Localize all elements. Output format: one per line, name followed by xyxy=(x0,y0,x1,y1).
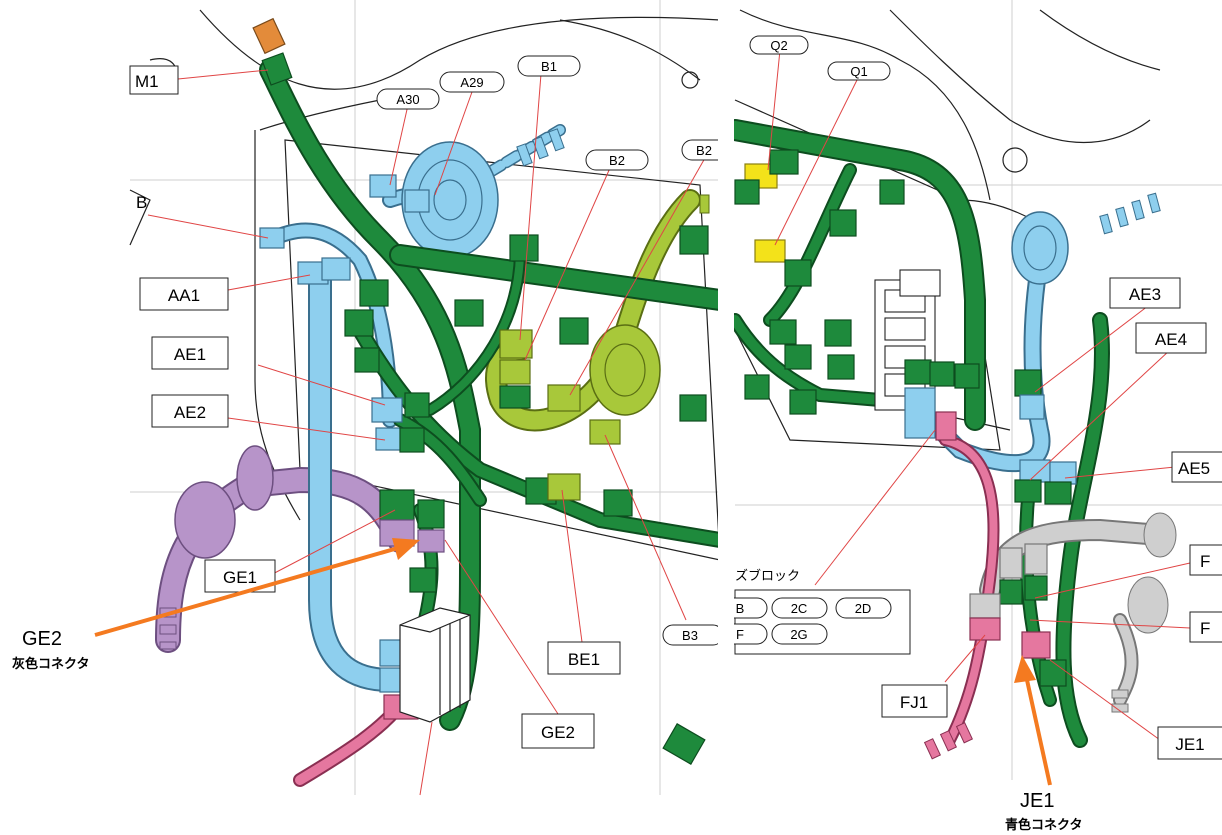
svg-text:F: F xyxy=(1200,552,1210,571)
box-label-ae5: AE5 xyxy=(1171,451,1222,483)
svg-text:FJ1: FJ1 xyxy=(900,693,928,712)
svg-text:JE1: JE1 xyxy=(1020,790,1054,812)
fuse-pill-2d: 2D xyxy=(835,597,892,619)
svg-text:A29: A29 xyxy=(460,75,483,90)
box-label-b-cut: B xyxy=(136,193,147,212)
svg-text:JE1: JE1 xyxy=(1175,735,1204,754)
svg-text:B2: B2 xyxy=(609,153,625,168)
box-label-ae4: AE4 xyxy=(1135,322,1207,354)
box-label-je1: JE1 xyxy=(1157,726,1222,760)
svg-text:B3: B3 xyxy=(682,628,698,643)
svg-text:BE1: BE1 xyxy=(568,650,600,669)
svg-text:F: F xyxy=(1200,619,1210,638)
pill-label-a30: A30 xyxy=(376,88,440,110)
pill-label-b1: B1 xyxy=(517,55,581,77)
pill-label-q2: Q2 xyxy=(749,35,809,55)
fuse-block-panel: ズブロック B 2C 2D F 2G xyxy=(721,568,911,655)
box-label-f-lower: F xyxy=(1189,611,1222,643)
lime-grommet xyxy=(589,324,661,416)
box-label-m1: M1 xyxy=(129,65,179,95)
box-label-ae1: AE1 xyxy=(151,336,229,370)
lime-harness xyxy=(485,189,701,432)
left-connectors xyxy=(252,17,709,765)
svg-text:AE3: AE3 xyxy=(1129,285,1161,304)
box-label-be1: BE1 xyxy=(547,641,621,675)
pill-label-b2: B2 xyxy=(585,149,649,171)
callout-ge2: GE2 灰色コネクタ xyxy=(12,538,420,672)
svg-text:AE1: AE1 xyxy=(174,345,206,364)
pill-label-q1: Q1 xyxy=(827,61,891,81)
svg-text:B: B xyxy=(736,601,745,616)
svg-text:A30: A30 xyxy=(396,92,419,107)
box-label-aa1: AA1 xyxy=(139,277,229,311)
svg-text:B2: B2 xyxy=(696,143,712,158)
svg-text:青色コネクタ: 青色コネクタ xyxy=(1005,817,1082,833)
svg-text:AE2: AE2 xyxy=(174,403,206,422)
left-panel: A30 A29 B1 B2 B2 B3 M1 B xyxy=(129,0,733,796)
svg-text:ズブロック: ズブロック xyxy=(735,568,800,584)
svg-text:Q1: Q1 xyxy=(850,64,867,79)
svg-text:GE1: GE1 xyxy=(223,568,257,587)
pill-label-a29: A29 xyxy=(439,71,505,93)
callout-je1: JE1 青色コネクタ xyxy=(1005,655,1082,833)
svg-text:GE2: GE2 xyxy=(541,723,575,742)
purple-harness xyxy=(155,445,413,653)
box-label-ge2: GE2 xyxy=(521,713,595,749)
svg-text:AE5: AE5 xyxy=(1178,459,1210,478)
svg-text:灰色コネクタ: 灰色コネクタ xyxy=(12,656,89,672)
svg-text:M1: M1 xyxy=(135,72,159,91)
svg-text:2C: 2C xyxy=(791,601,808,616)
box-label-f-upper: F xyxy=(1189,544,1222,576)
right-panel: ズブロック B 2C 2D F 2G xyxy=(721,0,1222,780)
box-label-ae3: AE3 xyxy=(1109,277,1181,309)
svg-text:B1: B1 xyxy=(541,59,557,74)
svg-text:AA1: AA1 xyxy=(168,286,200,305)
svg-text:F: F xyxy=(736,627,744,642)
junction-block xyxy=(399,607,471,723)
pill-label-b3: B3 xyxy=(662,624,724,646)
fuse-pill-2c: 2C xyxy=(771,597,828,619)
box-label-ae2: AE2 xyxy=(151,394,229,428)
svg-text:GE2: GE2 xyxy=(22,628,62,650)
blue-grommet xyxy=(401,141,499,259)
svg-text:2G: 2G xyxy=(790,627,807,642)
svg-text:Q2: Q2 xyxy=(770,38,787,53)
box-label-fj1: FJ1 xyxy=(881,684,948,718)
svg-text:2D: 2D xyxy=(855,601,872,616)
fuse-pill-2g: 2G xyxy=(771,623,828,645)
svg-text:B: B xyxy=(136,193,147,212)
svg-text:AE4: AE4 xyxy=(1155,330,1187,349)
